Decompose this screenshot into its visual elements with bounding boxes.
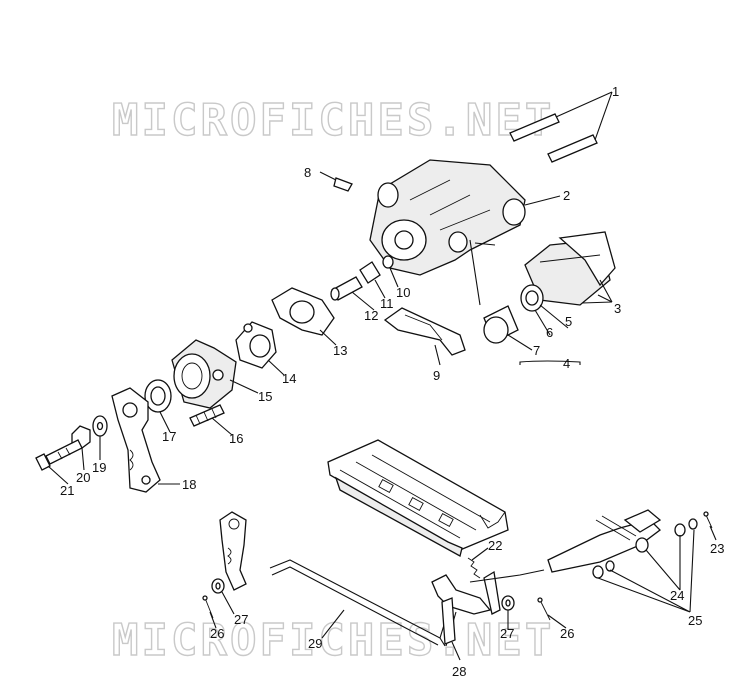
callout-12: 12 [364,308,378,323]
callout-4: 4 [563,356,570,371]
callout-27-left: 27 [234,612,248,627]
part-pin-26-right [537,597,551,621]
callout-5: 5 [565,314,572,329]
part-bolt-16 [189,404,225,427]
callout-10: 10 [396,285,410,300]
callout-labels: 1 2 3 4 5 6 7 8 9 10 11 12 13 14 15 16 1… [60,84,724,679]
callout-25: 25 [688,613,702,628]
callout-19: 19 [92,460,106,475]
part-foot-pedal [547,509,662,573]
callout-3: 3 [614,301,621,316]
part-footboard [327,439,509,557]
callout-20: 20 [76,470,90,485]
part-gasket [271,287,335,336]
leader-lines [47,91,717,661]
part-ring-17 [144,379,172,413]
part-bolt-21 [35,439,83,471]
part-pin-26-left [202,595,214,619]
part-lever-18 [111,387,161,493]
part-washer-27-right [501,595,515,611]
part-retainer [383,307,466,356]
callout-13: 13 [333,343,347,358]
part-caliper-body [369,159,526,276]
callout-24: 24 [670,588,684,603]
part-housing [171,339,237,409]
callout-15: 15 [258,389,272,404]
callout-6: 6 [546,325,553,340]
part-clevis [469,569,545,615]
part-brake-pads [524,231,616,306]
callout-21: 21 [60,483,74,498]
callout-11: 11 [380,296,394,311]
callout-1: 1 [612,84,619,99]
watermark-top: MICROFICHES.NET [112,95,554,146]
part-pin-23 [703,511,713,529]
part-lever-bracket [219,511,247,591]
callout-16: 16 [229,431,243,446]
callout-23: 23 [710,541,724,556]
callout-9: 9 [433,368,440,383]
part-spring-plunger [330,255,394,301]
callout-29: 29 [308,636,322,651]
callout-26-left: 26 [210,626,224,641]
callout-28: 28 [452,664,466,679]
callout-7: 7 [533,343,540,358]
part-washer-27-left [211,578,225,594]
part-piston [483,305,519,344]
part-bleeder [333,177,353,192]
part-washer-19 [92,415,108,437]
callout-2: 2 [563,188,570,203]
part-hardware-25 [592,560,615,579]
callout-22: 22 [488,538,502,553]
callout-27-right: 27 [500,626,514,641]
part-pins [509,113,598,163]
part-spring-22 [467,557,481,579]
callout-18: 18 [182,477,196,492]
part-bracket-28 [431,574,492,645]
callout-8: 8 [304,165,311,180]
callout-14: 14 [282,371,296,386]
part-seal [520,284,544,312]
callout-17: 17 [162,429,176,444]
part-actuator [235,321,277,369]
callout-26-right: 26 [560,626,574,641]
watermark-bottom: MICROFICHES.NET [112,615,554,666]
